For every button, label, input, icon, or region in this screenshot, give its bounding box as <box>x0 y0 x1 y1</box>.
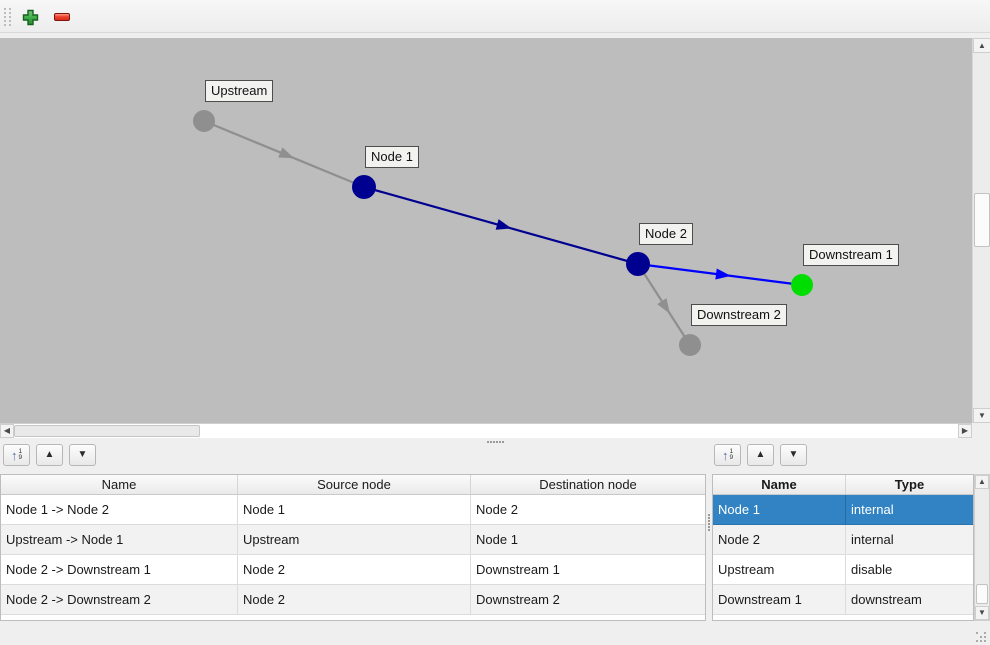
main-toolbar <box>0 0 990 33</box>
column-header-destination-node[interactable]: Destination node <box>539 477 637 492</box>
column-header-name[interactable]: Name <box>1 475 238 494</box>
table-cell: disable <box>846 555 973 585</box>
node-label-node-1: Node 1 <box>365 146 419 168</box>
table-cell: Upstream <box>713 555 846 585</box>
table-cell: internal <box>846 495 973 525</box>
edge-table: Name Source node Destination node Node 1… <box>0 474 706 621</box>
node-table-scroll-thumb[interactable] <box>976 584 988 604</box>
column-header-source-node[interactable]: Source node <box>238 475 471 494</box>
node-move-up-button[interactable]: ▲ <box>747 444 774 466</box>
horizontal-pane-splitter[interactable] <box>0 438 990 445</box>
window-resize-grip-icon[interactable] <box>976 632 978 634</box>
edge-table-header: Name Source node Destination node <box>1 475 705 495</box>
node-label-upstream: Upstream <box>205 80 274 102</box>
edge-arrow-icon <box>495 219 512 230</box>
table-cell: Downstream 1 <box>471 555 705 585</box>
scrollbar-corner <box>972 423 990 438</box>
table-cell: internal <box>846 525 973 555</box>
status-bar <box>0 630 990 645</box>
graph-node-downstream-1[interactable] <box>791 274 813 296</box>
down-triangle-icon: ▼ <box>788 449 799 460</box>
table-cell: Node 2 <box>238 585 471 615</box>
scroll-right-icon[interactable]: ▶ <box>958 424 972 438</box>
graph-node-node-1[interactable] <box>352 175 376 199</box>
scroll-up-icon[interactable]: ▲ <box>973 38 990 53</box>
up-triangle-icon: ▲ <box>44 449 55 460</box>
table-cell: Node 2 <box>471 495 705 525</box>
edge-arrow-icon <box>278 147 295 159</box>
graph-node-downstream-2[interactable] <box>679 334 701 356</box>
vertical-pane-splitter[interactable] <box>706 474 712 621</box>
table-cell: Node 2 <box>238 555 471 585</box>
edge-arrow-icon <box>657 298 670 314</box>
horizontal-scroll-thumb[interactable] <box>14 425 200 437</box>
node-table-header: Name Type <box>713 475 973 495</box>
canvas-vertical-scrollbar[interactable]: ▲ ▼ <box>972 38 990 423</box>
table-cell: Node 1 <box>238 495 471 525</box>
scroll-down-icon[interactable]: ▼ <box>975 606 989 620</box>
table-cell: Node 1 <box>471 525 705 555</box>
table-cell: Node 2 -> Downstream 1 <box>1 555 238 585</box>
table-cell: Downstream 1 <box>713 585 846 615</box>
splitter-handle-icon <box>487 441 489 443</box>
add-icon <box>22 9 38 25</box>
scroll-up-icon[interactable]: ▲ <box>975 475 989 489</box>
table-cell: Downstream 2 <box>471 585 705 615</box>
toolbar-grip[interactable] <box>4 8 11 26</box>
node-move-down-button[interactable]: ▼ <box>780 444 807 466</box>
table-cell: Node 2 -> Downstream 2 <box>1 585 238 615</box>
scroll-left-icon[interactable]: ◀ <box>0 424 14 438</box>
table-cell: Node 1 -> Node 2 <box>1 495 238 525</box>
node-label-downstream-2: Downstream 2 <box>691 304 787 326</box>
remove-icon <box>54 13 70 21</box>
vertical-scroll-thumb[interactable] <box>974 193 990 247</box>
column-header-name[interactable]: Name <box>713 475 846 494</box>
scroll-down-icon[interactable]: ▼ <box>973 408 990 423</box>
node-table-scrollbar[interactable]: ▲ ▼ <box>974 474 990 621</box>
remove-button[interactable] <box>51 6 73 28</box>
node-label-node-2: Node 2 <box>639 223 693 245</box>
graph-svg <box>193 110 813 356</box>
table-cell: downstream <box>846 585 973 615</box>
edge-move-down-button[interactable]: ▼ <box>69 444 96 466</box>
node-label-downstream-1: Downstream 1 <box>803 244 899 266</box>
graph-node-upstream[interactable] <box>193 110 215 132</box>
canvas-horizontal-scrollbar[interactable]: ◀ ▶ <box>0 423 972 438</box>
edge-arrow-icon <box>715 268 731 280</box>
splitter-handle-icon <box>708 514 710 516</box>
down-triangle-icon: ▼ <box>77 449 88 460</box>
table-cell: Node 1 <box>713 495 846 525</box>
table-cell: Node 2 <box>713 525 846 555</box>
add-button[interactable] <box>19 6 41 28</box>
table-cell: Upstream -> Node 1 <box>1 525 238 555</box>
table-cell: Upstream <box>238 525 471 555</box>
column-header-type[interactable]: Type <box>894 477 925 492</box>
graph-node-node-2[interactable] <box>626 252 650 276</box>
edge-move-up-button[interactable]: ▲ <box>36 444 63 466</box>
up-triangle-icon: ▲ <box>755 449 766 460</box>
